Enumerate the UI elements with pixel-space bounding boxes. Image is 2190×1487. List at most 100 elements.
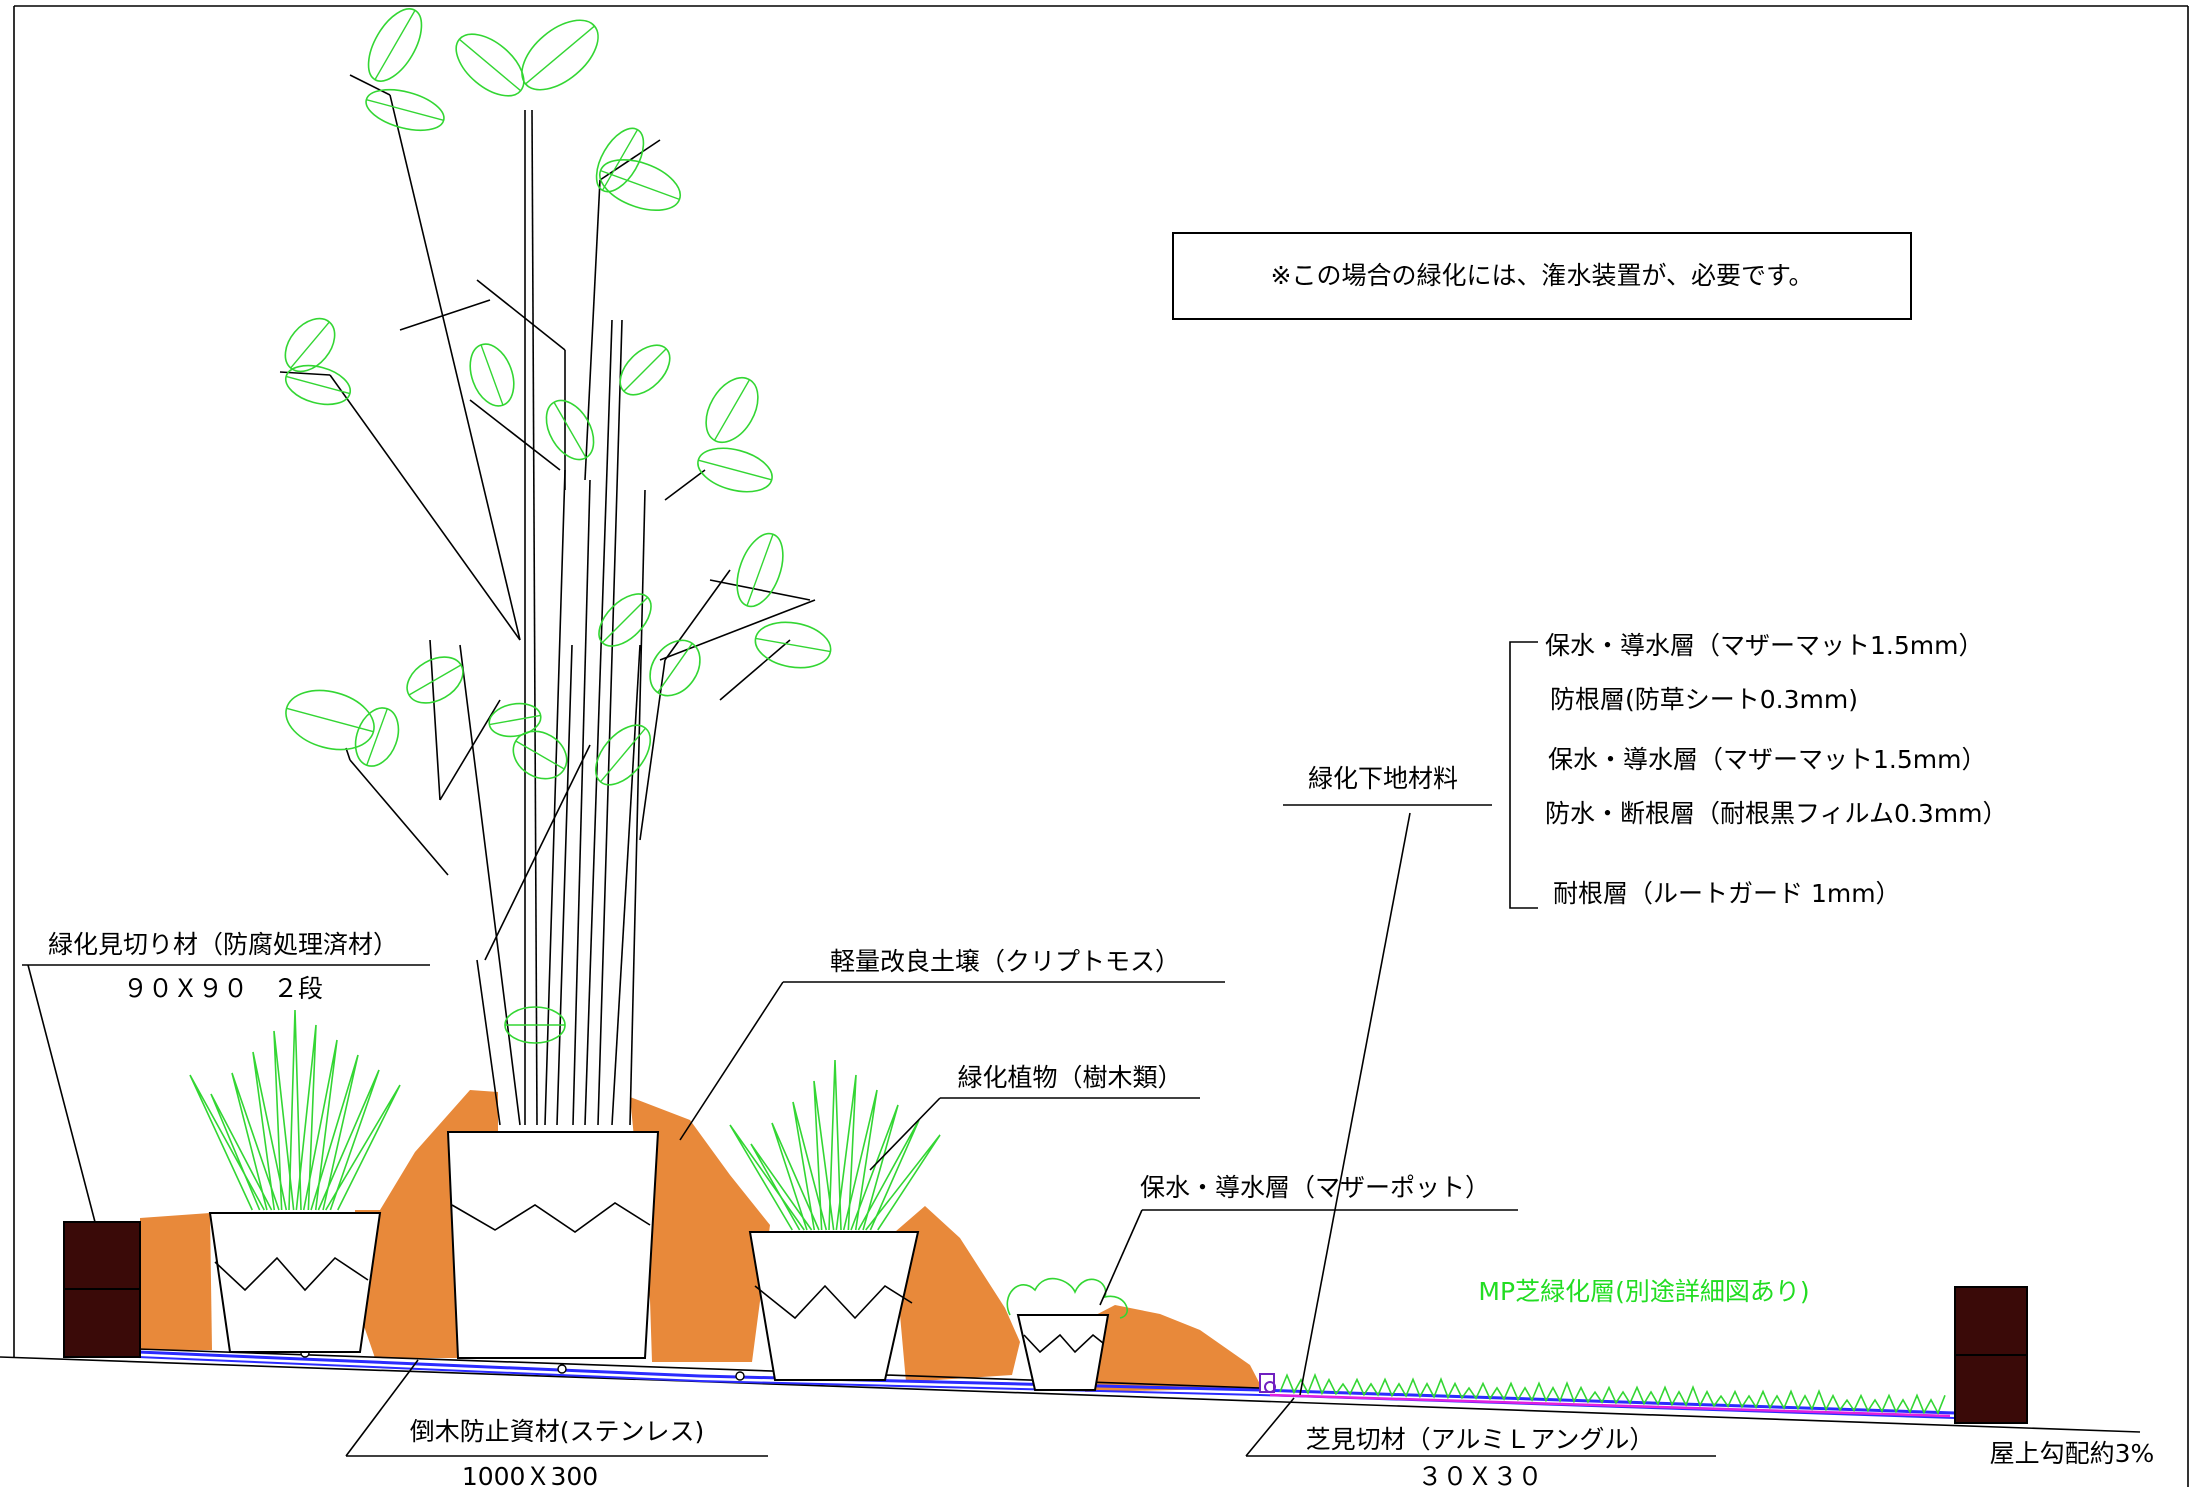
leaf-midrib (755, 637, 831, 653)
tree-stem (389, 94, 521, 641)
grass-blade-left-pot (210, 1093, 273, 1211)
label-roof-slope: 屋上勾配約3% (1990, 1439, 2155, 1468)
tree-stem (349, 74, 391, 96)
leaf-midrib (713, 379, 751, 441)
tree-stem (629, 489, 646, 1126)
leaf-midrib (657, 643, 693, 693)
leader-lines (22, 641, 1716, 1457)
edge-timber-lower (63, 1288, 141, 1358)
note-box (1172, 232, 1912, 320)
grass-blade-right-pot (828, 1059, 842, 1231)
leaf-midrib (480, 344, 504, 406)
label-layer-3: 保水・導水層（マザーマット1.5mm） (1548, 745, 1986, 774)
tree-stem (484, 744, 591, 961)
label-edge-size: ９０Ｘ９０ ２段 (123, 974, 323, 1003)
label-mp-layer: MP芝緑化層(別途詳細図あり) (1478, 1277, 1809, 1306)
soil-mound-far-right (888, 1206, 1020, 1382)
tree-stem (597, 319, 623, 1126)
small-pot-plant (1006, 1277, 1128, 1319)
leaf-midrib (623, 348, 667, 392)
tree-stem (544, 469, 566, 1126)
drainage-layer-blue (137, 1350, 1956, 1415)
label-layer-4: 防水・断根層（耐根黒フィルム0.3mm） (1545, 799, 2007, 828)
grass-blade-left-pot (325, 1084, 401, 1211)
edge-timber-upper (63, 1221, 141, 1290)
tree-stem (572, 479, 591, 1126)
grass-blade-right-pot (865, 1134, 941, 1231)
tree-stem (469, 399, 561, 471)
edge-timber-right-lower (1954, 1354, 2028, 1424)
leaf-midrib (553, 401, 587, 459)
grass-blade-right-pot (813, 1080, 835, 1231)
leaf-midrib (600, 169, 680, 201)
grass-blade-left-pot (317, 1069, 380, 1211)
leaf-midrib (374, 10, 416, 80)
tree-stem (459, 644, 521, 1126)
tree-stem (349, 759, 449, 876)
turf-edge-angle-mark (1264, 1381, 1276, 1393)
tree-stem (329, 374, 521, 641)
bolt-mark (735, 1371, 745, 1381)
tree-stem (639, 659, 666, 841)
grass-blade-left-pot (189, 1074, 265, 1211)
label-soil: 軽量改良土壌（クリプトモス） (830, 947, 1180, 976)
pot-right (748, 1231, 920, 1381)
label-layer-5: 耐根層（ルートガード 1mm） (1553, 879, 1901, 908)
leaf-midrib (515, 740, 565, 770)
leaf-midrib (366, 708, 388, 766)
label-layer-2: 防根層(防草シート0.3mm) (1550, 685, 1858, 714)
pot-big (446, 1131, 660, 1359)
label-turf-edge-size: ３０Ｘ３０ (1417, 1462, 1542, 1487)
label-edge-material: 緑化見切り材（防腐処理済材） (48, 930, 398, 959)
label-pot-layer: 保水・導水層（マザーポット） (1140, 1173, 1490, 1202)
pot-left (208, 1212, 382, 1353)
grass-blade-right-pot (771, 1122, 820, 1231)
roof-slope-line (0, 1356, 2141, 1433)
tree-stem (659, 599, 816, 661)
leaf-midrib (746, 534, 774, 606)
label-anti-fall-size: 1000Ｘ300 (462, 1462, 598, 1487)
leaf-midrib (408, 664, 462, 696)
tree-stem (476, 959, 501, 1126)
tree-stem (531, 109, 538, 1126)
bolt-mark (557, 1364, 567, 1374)
grass-blade-right-pot (835, 1074, 857, 1231)
tree-stem (664, 569, 731, 661)
tree-stem (429, 639, 441, 801)
tree-stem (709, 579, 811, 601)
leaf-midrib (599, 727, 647, 783)
tree-stem (584, 319, 613, 1126)
edge-timber-right-upper (1954, 1286, 2028, 1356)
label-turf-edge: 芝見切材（アルミＬアングル） (1306, 1425, 1655, 1454)
tree-leaves (284, 8, 832, 1044)
leaf-midrib (285, 375, 351, 395)
grass-blade-left-pot (302, 1039, 338, 1211)
grass-blade-left-pot (288, 1009, 302, 1211)
soil-mound-right (630, 1097, 770, 1362)
tree-stem (399, 299, 491, 331)
turf-grass (1279, 1372, 1946, 1416)
leaf-midrib (525, 25, 595, 85)
grass-blade-right-pot (792, 1101, 828, 1231)
pot-small (1016, 1314, 1110, 1391)
grass-blade-left-pot (310, 1054, 359, 1211)
tree-stem (584, 179, 601, 481)
leaf-midrib (286, 707, 374, 733)
tree-stem (439, 699, 501, 801)
leaf-midrib (489, 714, 541, 726)
grass-blade-left-pot (231, 1072, 280, 1211)
note-text: ※この場合の緑化には、潅水装置が、必要です。 (1271, 261, 1814, 290)
grass-blade-right-pot (842, 1089, 878, 1231)
tree-stem (476, 279, 566, 351)
leaf-midrib (366, 98, 444, 122)
leaf-midrib (601, 596, 649, 644)
label-base-material: 緑化下地材料 (1308, 764, 1458, 793)
grass-blade-left-pot (252, 1051, 288, 1211)
leaf-midrib (458, 38, 522, 92)
soil-mound-small (1085, 1305, 1262, 1392)
turf-grass-blades (1279, 1372, 1946, 1416)
leaf-midrib (698, 459, 772, 481)
grass-blade-right-pot (850, 1104, 899, 1231)
label-layer-1: 保水・導水層（マザーマット1.5mm） (1545, 631, 1983, 660)
label-anti-fall: 倒木防止資材(ステンレス) (410, 1417, 705, 1446)
